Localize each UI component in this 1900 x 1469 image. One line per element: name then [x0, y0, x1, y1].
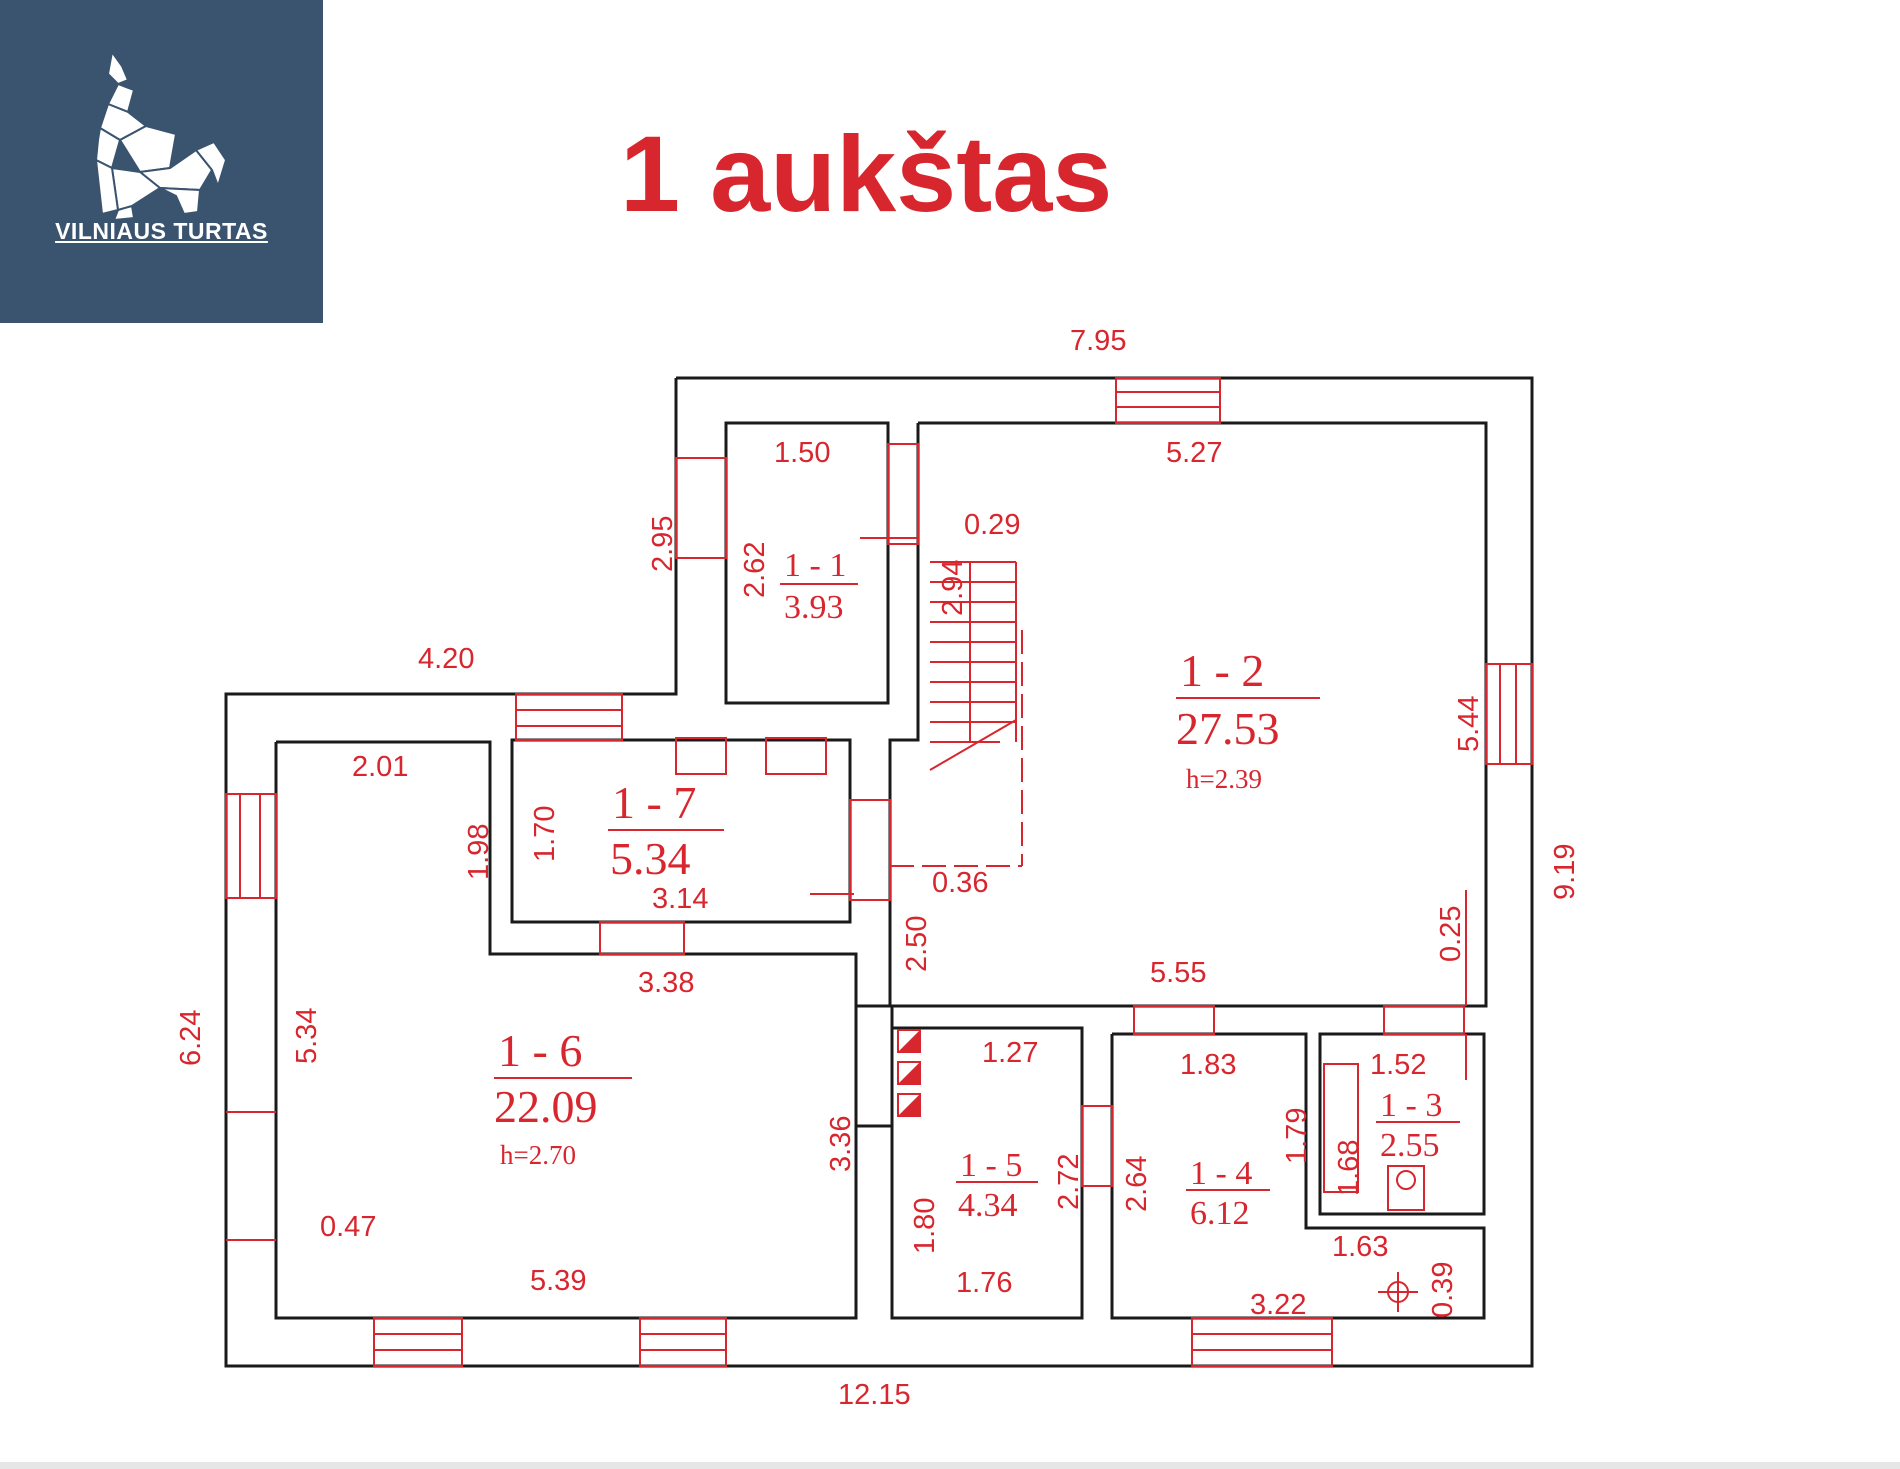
room-1-2-height: h=2.39 — [1186, 764, 1262, 794]
dimension-labels: 7.95 1.50 5.27 0.29 2.95 2.62 2.94 4.20 … — [175, 325, 1581, 1411]
room-1-7-id: 1 - 7 — [612, 777, 696, 828]
room-1-3-id: 1 - 3 — [1380, 1087, 1442, 1124]
room-1-4-area: 6.12 — [1190, 1195, 1250, 1232]
page-title: 1 aukštas — [620, 113, 1113, 234]
dim-r14-right: 1.63 — [1332, 1231, 1388, 1263]
room-1-4-id: 1 - 4 — [1190, 1155, 1252, 1192]
dim-v-025: 0.25 — [1435, 906, 1467, 962]
dim-right-total: 9.19 — [1549, 844, 1581, 900]
room-1-6-height: h=2.70 — [500, 1140, 576, 1170]
bottom-divider — [0, 1462, 1900, 1469]
dim-r16-bottom: 5.39 — [530, 1265, 586, 1297]
dim-v-264: 2.64 — [1121, 1156, 1153, 1212]
dim-r16-right-h: 3.36 — [825, 1116, 857, 1172]
dim-r16-width-top: 2.01 — [352, 751, 408, 783]
dim-v-039: 0.39 — [1427, 1262, 1459, 1318]
dim-r12-bottom: 5.55 — [1150, 957, 1206, 989]
dim-r17-height: 1.70 — [529, 806, 561, 862]
walls — [224, 376, 1534, 1368]
dim-r16-upper-h: 1.98 — [463, 824, 495, 880]
room-1-7-area: 5.34 — [610, 833, 691, 884]
dim-r12-height: 5.44 — [1453, 696, 1485, 752]
dim-top-total: 7.95 — [1070, 325, 1126, 357]
dim-r16-height: 5.34 — [291, 1008, 323, 1064]
dim-r11-height: 2.62 — [739, 542, 771, 598]
dim-r15-bottom: 1.76 — [956, 1267, 1012, 1299]
dim-r12-width: 5.27 — [1166, 437, 1222, 469]
dim-wall-left-upper: 2.95 — [647, 516, 679, 572]
dim-r14-bottom: 3.22 — [1250, 1289, 1306, 1321]
logo-text: VILNIAUS TURTAS — [55, 218, 268, 244]
dim-gap-036: 0.36 — [932, 867, 988, 899]
dim-gap-047: 0.47 — [320, 1211, 376, 1243]
wolf-icon — [94, 49, 228, 222]
room-1-5-id: 1 - 5 — [960, 1147, 1022, 1184]
dim-left-ext: 4.20 — [418, 643, 474, 675]
room-1-2-area: 27.53 — [1176, 703, 1280, 754]
dim-r16-mid-width: 3.38 — [638, 967, 694, 999]
dim-v-272: 2.72 — [1053, 1154, 1085, 1210]
dim-left-total: 6.24 — [175, 1010, 207, 1066]
dim-v-168: 1.68 — [1333, 1140, 1365, 1196]
dim-r15-width: 1.27 — [982, 1037, 1038, 1069]
room-1-3-area: 2.55 — [1380, 1127, 1440, 1164]
dim-r11-width: 1.50 — [774, 437, 830, 469]
dim-r13-width: 1.52 — [1370, 1049, 1426, 1081]
dim-v-179: 1.79 — [1281, 1108, 1313, 1164]
dim-r14-width: 1.83 — [1180, 1049, 1236, 1081]
dim-v-250: 2.50 — [901, 916, 933, 972]
dim-stair-gap: 0.29 — [964, 509, 1020, 541]
room-1-1-area: 3.93 — [784, 589, 844, 626]
room-1-1-id: 1 - 1 — [784, 547, 846, 584]
room-1-5-area: 4.34 — [958, 1187, 1018, 1224]
dim-bottom-total: 12.15 — [838, 1379, 911, 1411]
room-1-2-id: 1 - 2 — [1180, 645, 1264, 696]
dim-r15-height: 1.80 — [909, 1198, 941, 1254]
room-labels: 1 - 1 3.93 1 - 2 27.53 h=2.39 1 - 3 2.55… — [494, 547, 1460, 1232]
room-1-6-area: 22.09 — [494, 1081, 598, 1132]
chimney-flues — [897, 1029, 921, 1117]
room-1-6-id: 1 - 6 — [498, 1025, 582, 1076]
openings — [225, 377, 1533, 1367]
dim-r17-width: 3.14 — [652, 883, 708, 915]
logo-panel: VILNIAUS TURTAS — [0, 0, 323, 323]
dim-stair-len: 2.94 — [937, 560, 969, 616]
